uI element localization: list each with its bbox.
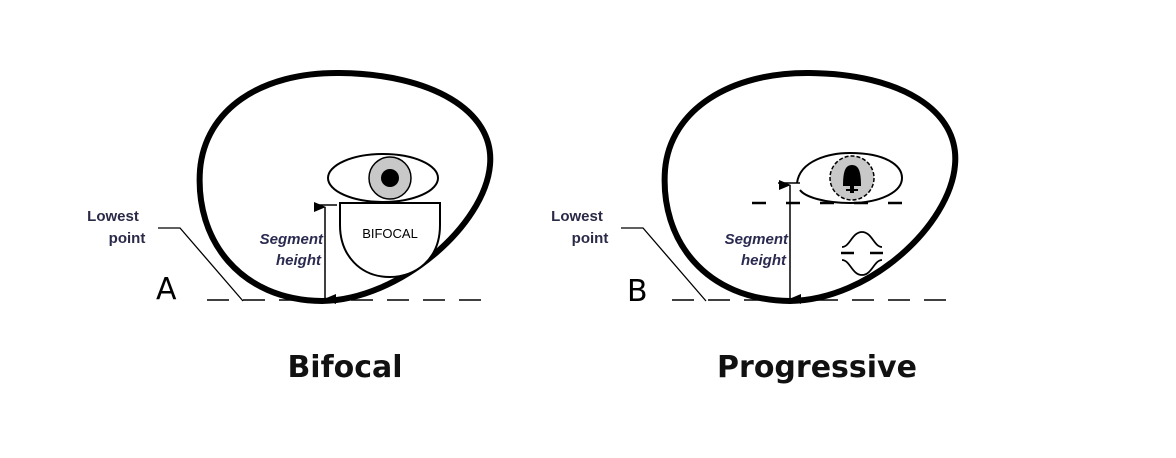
segment-label-line1: Segment bbox=[260, 231, 324, 248]
progressive-panel: Segment height Lowest point B Progressiv… bbox=[551, 69, 959, 385]
eye-icon bbox=[796, 151, 904, 205]
segment-label-line2: height bbox=[741, 252, 787, 269]
bifocal-segment-text: BIFOCAL bbox=[362, 226, 418, 241]
lowest-point-label-line1: Lowest bbox=[551, 208, 603, 225]
lowest-point-label-line2: point bbox=[572, 230, 609, 247]
lowest-point-label-line2: point bbox=[109, 230, 146, 247]
lens-outline bbox=[661, 69, 959, 305]
segment-label-line2: height bbox=[276, 252, 322, 269]
panel-title: Bifocal bbox=[287, 350, 402, 385]
panel-letter: B bbox=[627, 274, 648, 309]
lens-outline bbox=[196, 69, 494, 305]
bifocal-segment bbox=[339, 202, 441, 279]
segment-label-line1: Segment bbox=[725, 231, 789, 248]
bifocal-panel: BIFOCAL Segment height Lowest point A Bi… bbox=[87, 69, 494, 385]
progressive-corridor-icon bbox=[841, 231, 883, 276]
eye-icon bbox=[327, 153, 439, 203]
panel-title: Progressive bbox=[717, 350, 917, 385]
lowest-point-leader bbox=[621, 227, 707, 302]
lowest-point-label-line1: Lowest bbox=[87, 208, 139, 225]
lowest-point-leader bbox=[158, 227, 244, 302]
panel-letter: A bbox=[156, 272, 177, 307]
